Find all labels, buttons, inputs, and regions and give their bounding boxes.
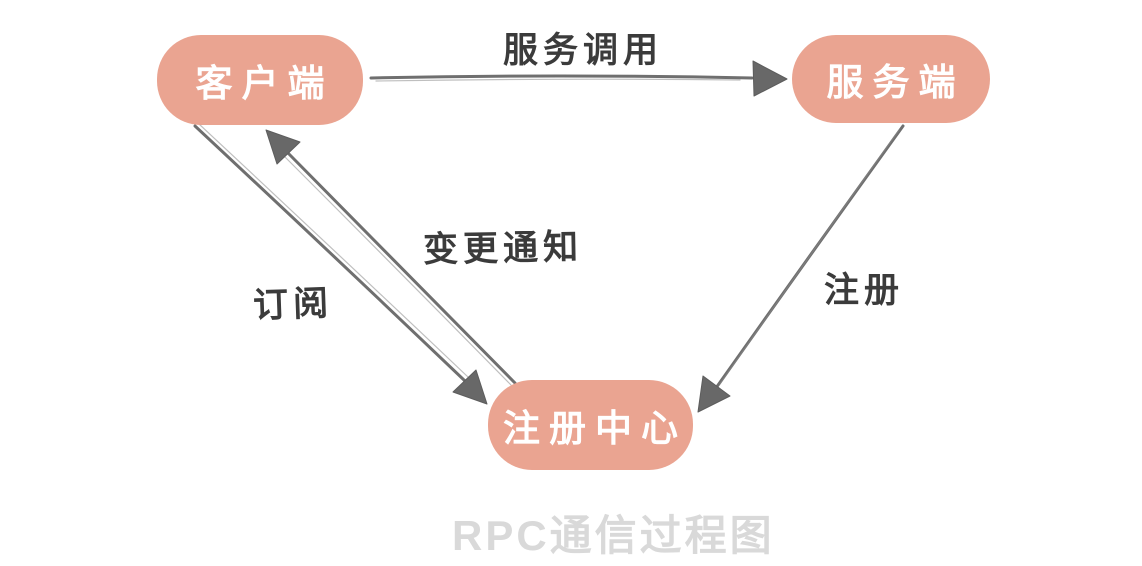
subscribe-arrow	[193, 123, 488, 405]
node-server: 服务端	[792, 35, 990, 123]
service-call-arrow	[369, 60, 788, 97]
edge-label-subscribe: 订阅	[252, 283, 334, 326]
node-server-label: 服务端	[826, 62, 965, 103]
node-client: 客户端	[157, 35, 363, 125]
node-registry: 注册中心	[488, 380, 693, 470]
diagram-title: RPC通信过程图	[452, 512, 775, 559]
node-client-label: 客户端	[195, 63, 334, 104]
edge-label-change-notify: 变更通知	[422, 227, 584, 270]
node-registry-label: 注册中心	[503, 408, 687, 449]
change-notify-arrow	[265, 129, 517, 386]
register-arrow	[697, 124, 905, 413]
edge-label-service-call: 服务调用	[503, 31, 664, 70]
edge-label-register: 注册	[824, 271, 905, 310]
